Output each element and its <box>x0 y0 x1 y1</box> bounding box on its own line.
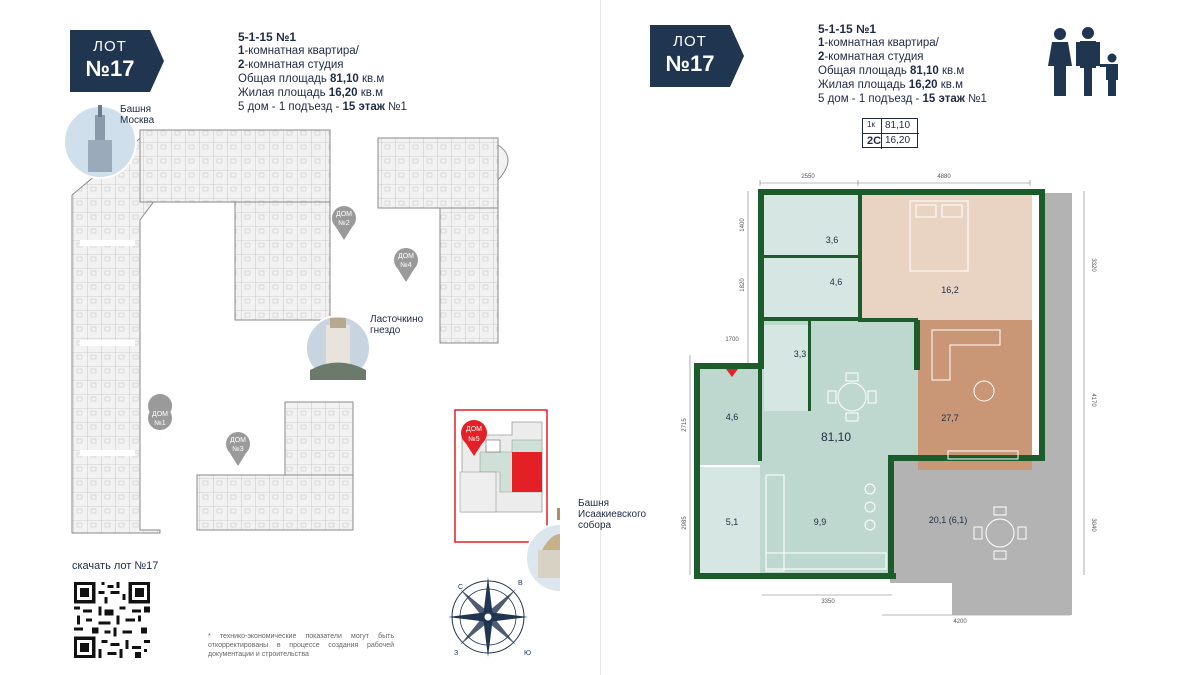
room-label: 4,6 <box>726 412 739 422</box>
svg-text:ДОМ: ДОМ <box>152 411 168 418</box>
legend-row-2: 2С 16,20 <box>863 133 919 148</box>
svg-text:№5: №5 <box>468 436 480 443</box>
isaac-tower-label: Башня Исаакиевского собора <box>578 498 647 531</box>
apartment-code: 5-1-15 №1 <box>818 22 877 36</box>
svg-text:ДОМ: ДОМ <box>398 253 414 260</box>
living-area: Жилая площадь 16,20 кв.м <box>238 87 384 99</box>
house-marker-3[interactable]: ДОМ №3 <box>226 432 250 466</box>
living-area: Жилая площадь 16,20 кв.м <box>818 79 964 91</box>
page-divider <box>600 0 601 675</box>
family-icon <box>1048 27 1118 96</box>
total-area: Общая площадь 81,10 кв.м <box>238 73 385 85</box>
apartment-type-2: 2-комнатная студия <box>818 51 924 63</box>
svg-text:4170: 4170 <box>1090 393 1096 407</box>
apartment-info-right: 5-1-15 №1 1-комнатная квартира/ 2-комнат… <box>818 22 987 106</box>
closet-room <box>698 467 760 575</box>
svg-text:4880: 4880 <box>937 174 951 180</box>
svg-text:1400: 1400 <box>740 218 746 232</box>
svg-text:Ю: Ю <box>524 650 531 657</box>
svg-text:3320: 3320 <box>1090 258 1096 272</box>
room-label: 9,9 <box>814 517 827 527</box>
room-label: 4,6 <box>830 277 843 287</box>
house-marker-1[interactable]: ДОМ №1 <box>148 394 173 440</box>
lot-number: №17 <box>665 51 715 76</box>
svg-text:2550: 2550 <box>801 174 815 180</box>
svg-text:2985: 2985 <box>682 516 688 530</box>
swallow-nest-label: Ласточкино гнездо <box>370 314 424 336</box>
svg-text:ДОМ: ДОМ <box>230 437 246 444</box>
lot-badge-shape <box>650 25 744 87</box>
legend-row-1: 1к 81,10 <box>867 120 911 131</box>
apartment-code: 5-1-15 №1 <box>238 30 297 44</box>
lot-word: ЛОТ <box>673 33 707 50</box>
svg-text:3350: 3350 <box>821 599 835 605</box>
sofa-icon <box>931 329 1019 460</box>
swallow-nest-image <box>305 315 371 381</box>
total-area: Общая площадь 81,10 кв.м <box>818 65 965 77</box>
svg-text:3040: 3040 <box>1090 518 1096 532</box>
room-label: 16,2 <box>941 285 959 295</box>
moscow-tower-label: Башня Москва <box>120 104 155 126</box>
moscow-tower-image <box>63 105 137 179</box>
hall-room <box>698 367 760 465</box>
lot-word: ЛОТ <box>93 38 127 55</box>
location: 5 дом - 1 подъезд - 15 этаж №1 <box>818 93 987 105</box>
lot-badge-shape <box>70 30 164 92</box>
room-label: 3,3 <box>794 349 807 359</box>
site-map: ДОМ №1 ДОМ №2 ДОМ №3 ДОМ №4 ДОМ №5 <box>63 105 560 657</box>
svg-text:№4: №4 <box>400 262 412 269</box>
location: 5 дом - 1 подъезд - 15 этаж №1 <box>238 101 407 113</box>
floor-plan: 2550 4880 1400 1820 2715 2985 3320 4170 … <box>682 174 1096 625</box>
house-marker-5[interactable]: ДОМ №5 <box>461 420 487 456</box>
svg-text:№2: №2 <box>338 220 350 227</box>
svg-text:З: З <box>454 650 458 657</box>
terrace-table-icon <box>973 506 1027 560</box>
svg-text:ДОМ: ДОМ <box>336 211 352 218</box>
building-3 <box>196 401 354 531</box>
svg-text:1820: 1820 <box>740 278 746 292</box>
lot-number: №17 <box>85 56 135 81</box>
svg-text:В: В <box>518 580 523 587</box>
house-marker-4[interactable]: ДОМ №4 <box>394 248 418 282</box>
svg-text:4200: 4200 <box>953 619 967 625</box>
compass-rose-icon: С В Ю З <box>448 577 531 657</box>
dining-table-icon <box>827 372 877 422</box>
svg-text:С: С <box>458 584 463 591</box>
walls <box>694 189 1045 579</box>
entry-arrow-icon <box>726 369 738 377</box>
room-label: 27,7 <box>941 413 959 423</box>
lot-badge-right: ЛОТ №17 <box>650 25 744 87</box>
footnote: * технико-экономические показатели могут… <box>208 633 394 658</box>
svg-text:2715: 2715 <box>682 418 688 432</box>
bed-icon <box>909 200 969 272</box>
qr-code[interactable] <box>74 582 150 658</box>
room-label: 5,1 <box>726 517 739 527</box>
kitchen-counter-icon <box>765 474 887 572</box>
building-4 <box>377 137 509 344</box>
svg-text:№3: №3 <box>232 446 244 453</box>
legend-box: 1к 81,10 2С 16,20 <box>862 118 919 149</box>
room-label: 20,1 (6,1) <box>929 515 968 525</box>
bedroom-room <box>860 195 1032 320</box>
house-marker-2[interactable]: ДОМ №2 <box>332 206 356 240</box>
bath-top-room <box>764 195 858 255</box>
apartment-info-left: 5-1-15 №1 1-комнатная квартира/ 2-комнат… <box>238 30 407 114</box>
svg-text:№1: №1 <box>154 420 166 427</box>
terrace-room <box>890 193 1072 615</box>
laundry-room <box>764 325 810 411</box>
svg-text:1700: 1700 <box>725 337 739 343</box>
room-label: 81,10 <box>821 430 851 444</box>
isaac-tower-image <box>525 508 560 593</box>
lot-badge-left: ЛОТ №17 <box>70 30 164 92</box>
apartment-type-1: 1-комнатная квартира/ <box>238 45 359 57</box>
room-label: 3,6 <box>826 235 839 245</box>
bath-2-room <box>764 257 858 317</box>
download-lot-link[interactable]: скачать лот №17 <box>72 560 159 572</box>
apartment-type-1: 1-комнатная квартира/ <box>818 37 939 49</box>
apartment-type-2: 2-комнатная студия <box>238 59 344 71</box>
building-2 <box>139 129 331 321</box>
svg-text:ДОМ: ДОМ <box>466 426 482 433</box>
